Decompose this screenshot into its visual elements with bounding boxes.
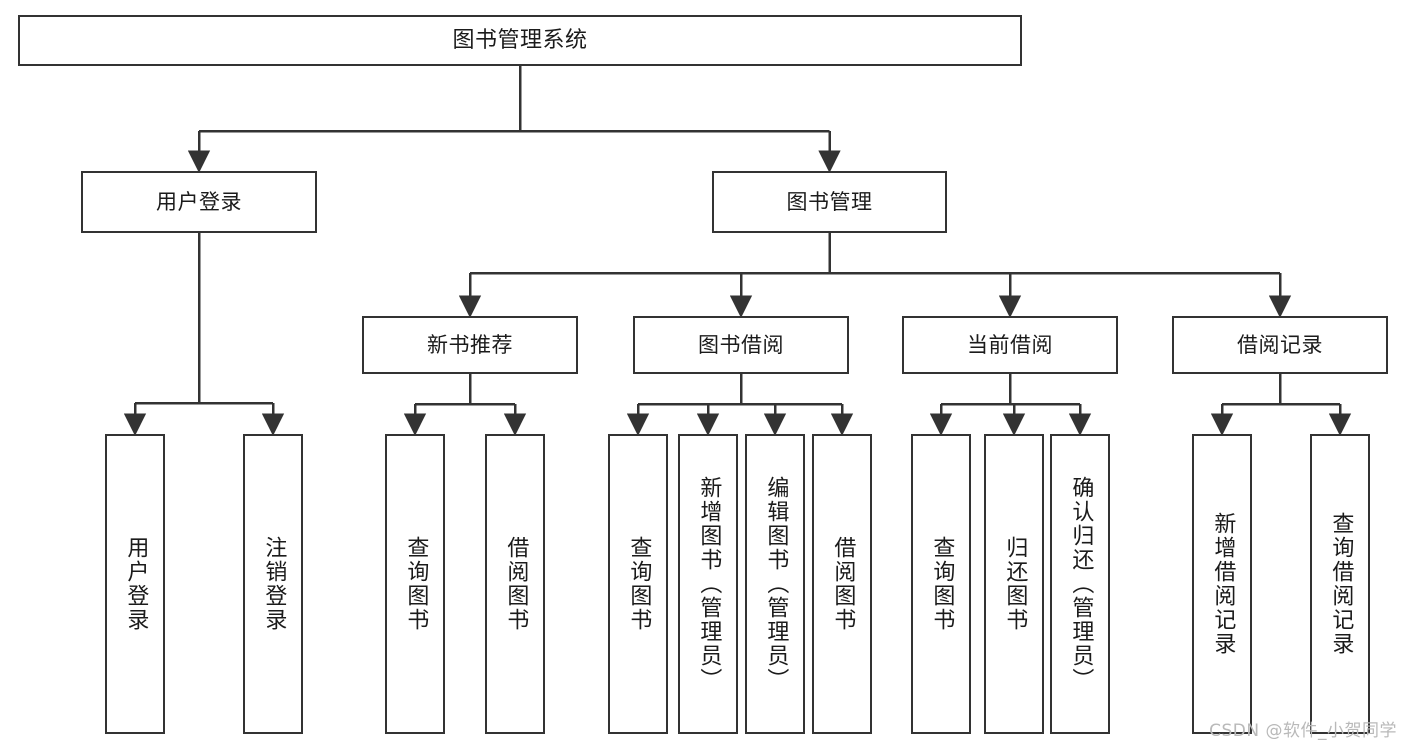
node-newbook[interactable]: 新书推荐: [362, 316, 578, 374]
node-l-editbook[interactable]: 编辑图书（管理员）: [745, 434, 805, 734]
node-l-logout[interactable]: 注销登录: [243, 434, 303, 734]
node-l-query3[interactable]: 查询图书: [911, 434, 971, 734]
node-label: 查询图书: [929, 536, 955, 632]
node-l-userlogin[interactable]: 用户登录: [105, 434, 165, 734]
node-l-queryrec[interactable]: 查询借阅记录: [1310, 434, 1370, 734]
node-current[interactable]: 当前借阅: [902, 316, 1118, 374]
node-label: 用户登录: [156, 189, 242, 214]
node-l-addrec[interactable]: 新增借阅记录: [1192, 434, 1252, 734]
edge-paths: [123, 66, 1352, 436]
node-l-query1[interactable]: 查询图书: [385, 434, 445, 734]
node-l-return[interactable]: 归还图书: [984, 434, 1044, 734]
node-label: 新增图书（管理员）: [696, 476, 722, 692]
node-label: 编辑图书（管理员）: [763, 476, 789, 692]
node-label: 图书管理系统: [452, 27, 588, 53]
node-l-query2[interactable]: 查询图书: [608, 434, 668, 734]
node-label: 用户登录: [123, 536, 149, 632]
node-l-addbook[interactable]: 新增图书（管理员）: [678, 434, 738, 734]
node-label: 确认归还（管理员）: [1068, 476, 1094, 692]
node-l-borrow2[interactable]: 借阅图书: [812, 434, 872, 734]
node-label: 借阅记录: [1237, 332, 1323, 357]
node-login[interactable]: 用户登录: [81, 171, 317, 233]
node-label: 注销登录: [261, 536, 287, 632]
node-root[interactable]: 图书管理系统: [18, 15, 1022, 66]
node-label: 借阅图书: [830, 536, 856, 632]
node-label: 查询借阅记录: [1328, 512, 1354, 656]
node-label: 归还图书: [1002, 536, 1028, 632]
node-l-confirm[interactable]: 确认归还（管理员）: [1050, 434, 1110, 734]
node-label: 图书管理: [786, 189, 873, 214]
node-records[interactable]: 借阅记录: [1172, 316, 1388, 374]
node-borrow[interactable]: 图书借阅: [633, 316, 849, 374]
node-label: 新书推荐: [427, 332, 513, 357]
node-label: 查询图书: [626, 536, 652, 632]
node-label: 新增借阅记录: [1210, 512, 1236, 656]
node-label: 当前借阅: [967, 332, 1053, 357]
node-l-borrow1[interactable]: 借阅图书: [485, 434, 545, 734]
node-bookmgmt[interactable]: 图书管理: [712, 171, 947, 233]
node-label: 借阅图书: [503, 536, 529, 632]
node-label: 图书借阅: [698, 332, 784, 357]
node-label: 查询图书: [403, 536, 429, 632]
